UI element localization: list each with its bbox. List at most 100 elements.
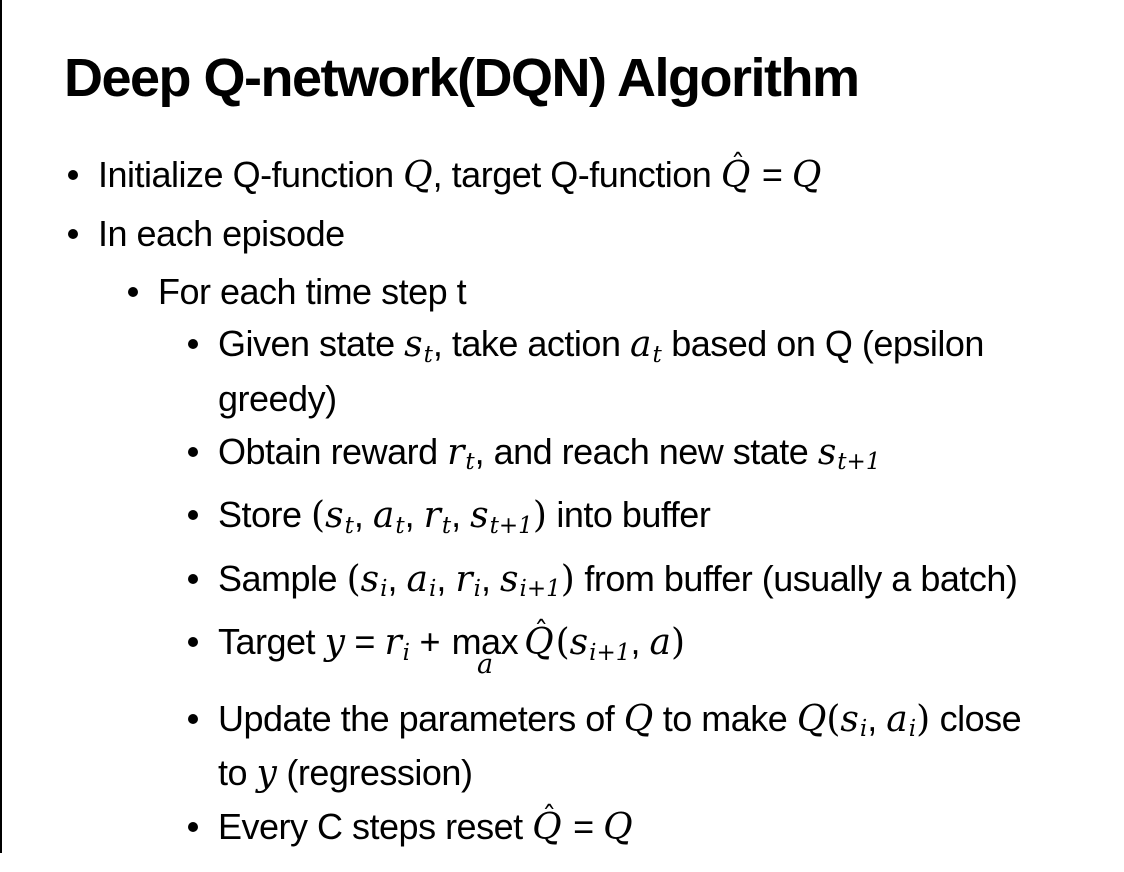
list-item: For each time step t (0, 270, 1124, 314)
math-subscript: t+1 (489, 512, 533, 539)
math-run: st (404, 323, 433, 368)
math-var: s (360, 558, 380, 600)
text-run: , (387, 557, 407, 599)
bullet-line: Sample (si, ai, ri, si+1) from buffer (u… (218, 557, 1018, 612)
math-run: si (840, 698, 868, 743)
bullet-icon (188, 510, 198, 521)
math-subscript: i+1 (519, 576, 561, 603)
text-run: Initialize Q-function (98, 154, 404, 195)
math-paren: ) (916, 698, 931, 740)
math-subscript: t (423, 341, 433, 368)
math-run: st+1 (470, 494, 533, 539)
math-var: r (384, 622, 402, 664)
bullet-line: to y (regression) (218, 751, 1021, 796)
math-subscript: t (344, 512, 354, 539)
text-run: greedy) (218, 377, 337, 419)
math-var: r (423, 495, 441, 537)
math-var: Q (791, 155, 822, 196)
math-run: at (629, 323, 662, 368)
math-subscript: t (652, 341, 662, 368)
text-run: close (930, 697, 1022, 739)
math-subscript: i (908, 716, 917, 743)
math-var: Q (603, 807, 633, 849)
text-run: to make (653, 697, 797, 739)
math-paren: ) (532, 495, 547, 537)
math-var: a (406, 558, 428, 600)
math-paren: ) (560, 558, 575, 600)
math-run: Q (623, 698, 654, 740)
math-var: a (372, 495, 395, 537)
bullet-line: Given state st, take action at based on … (218, 322, 984, 377)
math-run: y (324, 621, 345, 664)
math-var: s (840, 698, 859, 740)
page-title: Deep Q-network(DQN) Algorithm (64, 48, 860, 108)
math-run: ri (455, 558, 481, 603)
math-paren: ( (346, 558, 361, 600)
math-paren: ( (555, 622, 570, 664)
math-run: a (649, 621, 670, 663)
math-run: si+1 (499, 558, 561, 603)
bullet-icon (188, 573, 198, 584)
math-var: r (447, 431, 465, 473)
text-run: , (451, 494, 471, 536)
math-var: y (324, 622, 345, 664)
math-run: si (360, 558, 388, 603)
text-run: Update the parameters of (218, 697, 624, 739)
math-run: Q (797, 698, 827, 740)
math-subscript: i+1 (589, 639, 631, 666)
math-var: s (817, 431, 837, 473)
math-var: a (629, 324, 652, 365)
text-run: , (353, 494, 373, 536)
math-var: r (455, 558, 473, 600)
slide-edge-line (0, 0, 2, 853)
text-run: from buffer (usually a batch) (574, 557, 1018, 599)
text-run: , (404, 494, 424, 536)
math-subscript: i (859, 716, 868, 743)
math-var: Q (623, 698, 654, 740)
bullet-line: greedy) (218, 377, 984, 421)
math-subscript: i (380, 576, 388, 603)
bullet-dot (188, 493, 218, 537)
list-item: In each episode (0, 212, 1124, 256)
math-paren: ( (826, 698, 841, 740)
text-run: Obtain reward (218, 430, 448, 472)
text-run: Store (218, 494, 312, 536)
text-run: , (867, 697, 887, 739)
text-run: , (480, 557, 500, 599)
math-run: rt (447, 431, 475, 476)
math-var: Q (403, 155, 433, 196)
bullet-content: In each episode (98, 212, 345, 256)
bullet-icon (68, 229, 78, 239)
math-subscript: t (441, 512, 452, 539)
bullet-icon (188, 713, 198, 724)
bullet-icon (188, 822, 198, 833)
hat-icon: ˆ (730, 148, 746, 183)
math-var: s (499, 558, 519, 600)
math-under-script: a (477, 648, 493, 680)
bullet-icon (188, 339, 198, 349)
math-paren: ) (670, 622, 685, 664)
bullet-icon (128, 287, 138, 297)
bullet-dot (188, 430, 218, 474)
bullet-content: Update the parameters of Q to make Q(si,… (218, 697, 1022, 797)
math-var: a (886, 698, 908, 740)
list-item: Given state st, take action at based on … (0, 322, 1124, 421)
text-run: For each time step t (158, 271, 467, 312)
math-subscript: t (465, 449, 475, 476)
bullet-dot (68, 212, 98, 256)
math-var: s (569, 622, 589, 664)
hat-icon: ˆ (542, 800, 557, 835)
list-item: Obtain reward rt, and reach new state st… (0, 430, 1124, 485)
math-run: rt (423, 494, 451, 539)
text-run: based on Q (epsilon (661, 323, 984, 364)
math-run: st+1 (817, 431, 881, 476)
